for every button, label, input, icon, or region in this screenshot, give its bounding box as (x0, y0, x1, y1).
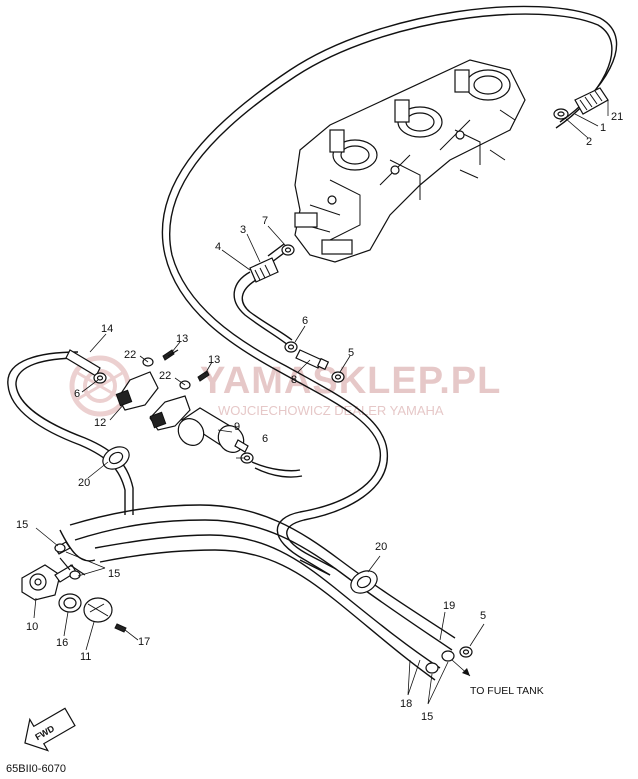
callout-6-b: 6 (74, 388, 80, 400)
hose-14 (7, 349, 134, 515)
callout-15-b: 15 (108, 568, 120, 580)
callout-19: 19 (443, 600, 455, 612)
part-7-clip (281, 244, 295, 256)
callout-3: 3 (240, 224, 246, 236)
callout-12: 12 (94, 417, 106, 429)
part-6-clip-a (284, 341, 298, 353)
to-fuel-tank-arrow (451, 659, 471, 677)
part-20-grommet-b (350, 570, 378, 594)
to-fuel-tank-label: TO FUEL TANK (470, 685, 544, 697)
watermark-main-text: YAMASKLEP.PL (200, 360, 501, 402)
callout-6-a: 6 (302, 315, 308, 327)
callout-9: 9 (234, 421, 240, 433)
part-15-clips-right (425, 650, 455, 674)
callout-16: 16 (56, 637, 68, 649)
callout-17: 17 (138, 636, 150, 648)
callout-20-b: 20 (375, 541, 387, 553)
callout-10: 10 (26, 621, 38, 633)
callout-20-a: 20 (78, 477, 90, 489)
part-9-fuel-filter (177, 407, 249, 453)
callout-6-c: 6 (262, 433, 268, 445)
carburetor-assembly (294, 59, 526, 263)
callout-5-a: 5 (348, 347, 354, 359)
part-5-clip-b (459, 646, 473, 658)
part-12-bracket (115, 371, 191, 431)
callout-4: 4 (215, 241, 221, 253)
callouts: 21 1 2 7 3 4 6 5 8 14 13 22 13 22 6 12 9… (16, 111, 623, 723)
watermark-sub-text: WOJCIECHOWICZ DEALER YAMAHA (218, 403, 444, 418)
filter-outlet-hose (251, 461, 303, 478)
callout-15-a: 15 (16, 519, 28, 531)
part-16-seal (58, 593, 82, 613)
part-13-bolt-b (197, 370, 210, 382)
callout-1: 1 (600, 122, 606, 134)
fwd-arrow-icon: FWD (24, 707, 76, 752)
callout-7: 7 (262, 215, 268, 227)
diagram-code: 65BII0-6070 (6, 763, 66, 775)
part-21-protector (574, 87, 609, 115)
callout-15-c: 15 (421, 711, 433, 723)
fuel-hoses-main (59, 504, 456, 681)
part-13-bolt-a (162, 349, 179, 361)
callout-13-b: 13 (208, 354, 220, 366)
part-2-clip (553, 108, 569, 120)
watermark: YAMASKLEP.PL WOJCIECHOWICZ DEALER YAMAHA (69, 355, 501, 418)
callout-5-b: 5 (480, 610, 486, 622)
callout-2: 2 (586, 136, 592, 148)
return-hose-loop (161, 5, 618, 576)
callout-8: 8 (291, 374, 297, 386)
hose-3-4 (233, 243, 293, 346)
callout-18: 18 (400, 698, 412, 710)
part-17-screw (114, 623, 127, 633)
leader-lines (33, 100, 609, 705)
callout-21: 21 (611, 111, 623, 123)
callout-11: 11 (80, 651, 91, 663)
callout-14: 14 (101, 323, 113, 335)
part-8-joint (295, 349, 330, 371)
callout-22-a: 22 (124, 349, 136, 361)
callout-22-b: 22 (159, 370, 171, 382)
part-5-clip-a (331, 371, 345, 383)
part-11-knob (83, 597, 113, 623)
callout-13-a: 13 (176, 333, 188, 345)
